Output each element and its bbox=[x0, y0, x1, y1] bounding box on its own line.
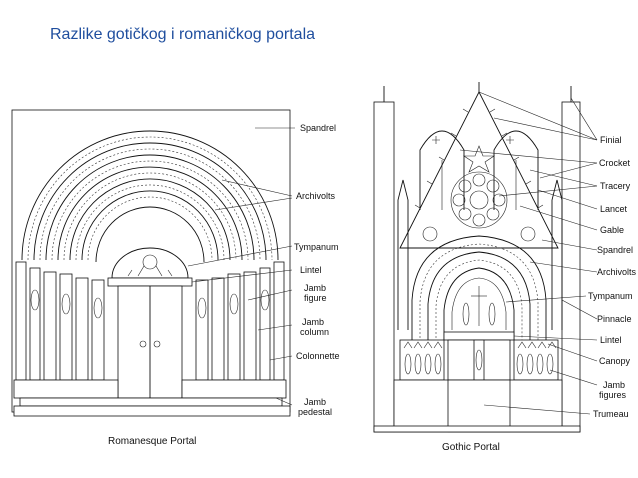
label-jamb-figure-line2: figure bbox=[304, 293, 327, 303]
label-lintel: Lintel bbox=[300, 265, 322, 275]
label-jamb-pedestal-line1: Jamb bbox=[304, 397, 326, 407]
label-gable: Gable bbox=[600, 225, 624, 235]
label-jamb-figures-line2: figures bbox=[599, 390, 627, 400]
label-lancet: Lancet bbox=[600, 204, 628, 214]
label-finial: Finial bbox=[600, 135, 622, 145]
label-jamb-figures-line1: Jamb bbox=[603, 380, 625, 390]
label-jamb-column-line1: Jamb bbox=[302, 317, 324, 327]
label-gothic-spandrel: Spandrel bbox=[597, 245, 633, 255]
slide-title: Razlike gotičkog i romaničkog portala bbox=[50, 26, 316, 43]
label-jamb-pedestal-line2: pedestal bbox=[298, 407, 332, 417]
gothic-portal-drawing bbox=[373, 82, 581, 433]
label-archivolts: Archivolts bbox=[296, 191, 336, 201]
label-tympanum: Tympanum bbox=[294, 242, 339, 252]
label-crocket: Crocket bbox=[599, 158, 631, 168]
label-canopy: Canopy bbox=[599, 356, 631, 366]
label-gothic-archivolts: Archivolts bbox=[597, 267, 637, 277]
label-jamb-column-line2: column bbox=[300, 327, 329, 337]
label-gothic-tympanum: Tympanum bbox=[588, 291, 633, 301]
gothic-labels: Finial Crocket Tracery Lancet Gable Span… bbox=[588, 135, 637, 419]
gothic-leader-lines bbox=[459, 91, 598, 415]
label-colonnette: Colonnette bbox=[296, 351, 340, 361]
label-gothic-lintel: Lintel bbox=[600, 335, 622, 345]
label-pinnacle: Pinnacle bbox=[597, 314, 632, 324]
romanesque-caption: Romanesque Portal bbox=[108, 436, 196, 447]
romanesque-labels: Spandrel Archivolts Tympanum Lintel Jamb… bbox=[294, 123, 340, 417]
gothic-caption: Gothic Portal bbox=[442, 442, 500, 453]
romanesque-portal-drawing bbox=[11, 109, 291, 417]
label-trumeau: Trumeau bbox=[593, 409, 629, 419]
label-spandrel: Spandrel bbox=[300, 123, 336, 133]
label-jamb-figure-line1: Jamb bbox=[304, 283, 326, 293]
label-tracery: Tracery bbox=[600, 181, 631, 191]
romanesque-leader-lines bbox=[187, 127, 295, 406]
